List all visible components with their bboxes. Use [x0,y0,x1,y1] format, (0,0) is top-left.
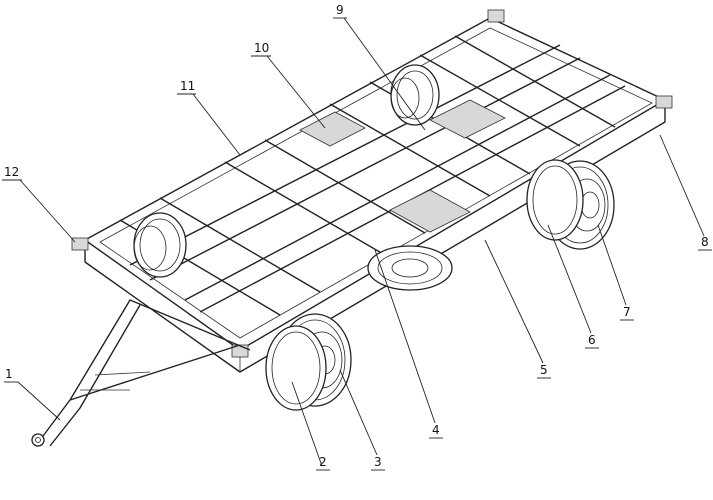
twist-lock-rear-left [487,9,505,23]
deck-panel-9 [389,189,471,233]
callout-3: 3 [339,369,385,471]
callout-2: 2 [291,381,330,471]
callout-label-11: 11 [180,79,195,93]
main-frame [71,9,673,373]
deck-panel-10 [299,111,366,147]
callout-4: 4 [374,249,443,439]
callout-label-12: 12 [4,165,19,179]
callout-label-6: 6 [588,333,596,347]
callout-label-7: 7 [623,305,631,319]
towing-eye [31,433,45,447]
callout-10: 10 [251,41,326,129]
callout-9: 9 [333,3,426,131]
callout-label-8: 8 [701,235,709,249]
callout-label-2: 2 [319,455,327,469]
deck-panel-rear [429,99,506,139]
callout-11: 11 [177,79,241,156]
callout-8: 8 [659,134,712,251]
callout-label-10: 10 [254,41,269,55]
twist-lock-rear-right [655,95,673,109]
turntable [367,245,453,291]
callout-label-1: 1 [5,367,13,381]
drawbar [31,299,251,447]
callout-label-3: 3 [374,455,382,469]
callout-1: 1 [4,367,61,421]
callout-5: 5 [484,239,551,379]
callout-label-4: 4 [432,423,440,437]
wheel-rear-far [390,64,440,126]
callout-label-9: 9 [336,3,344,17]
callout-6: 6 [547,224,599,349]
twist-lock-front-left [71,237,89,251]
wheel-front-near [265,313,352,411]
wheel-rear-near [526,159,615,250]
wheel-front-far [133,212,187,278]
callout-12: 12 [2,165,76,243]
callout-7: 7 [597,224,634,321]
callout-label-5: 5 [540,363,548,377]
